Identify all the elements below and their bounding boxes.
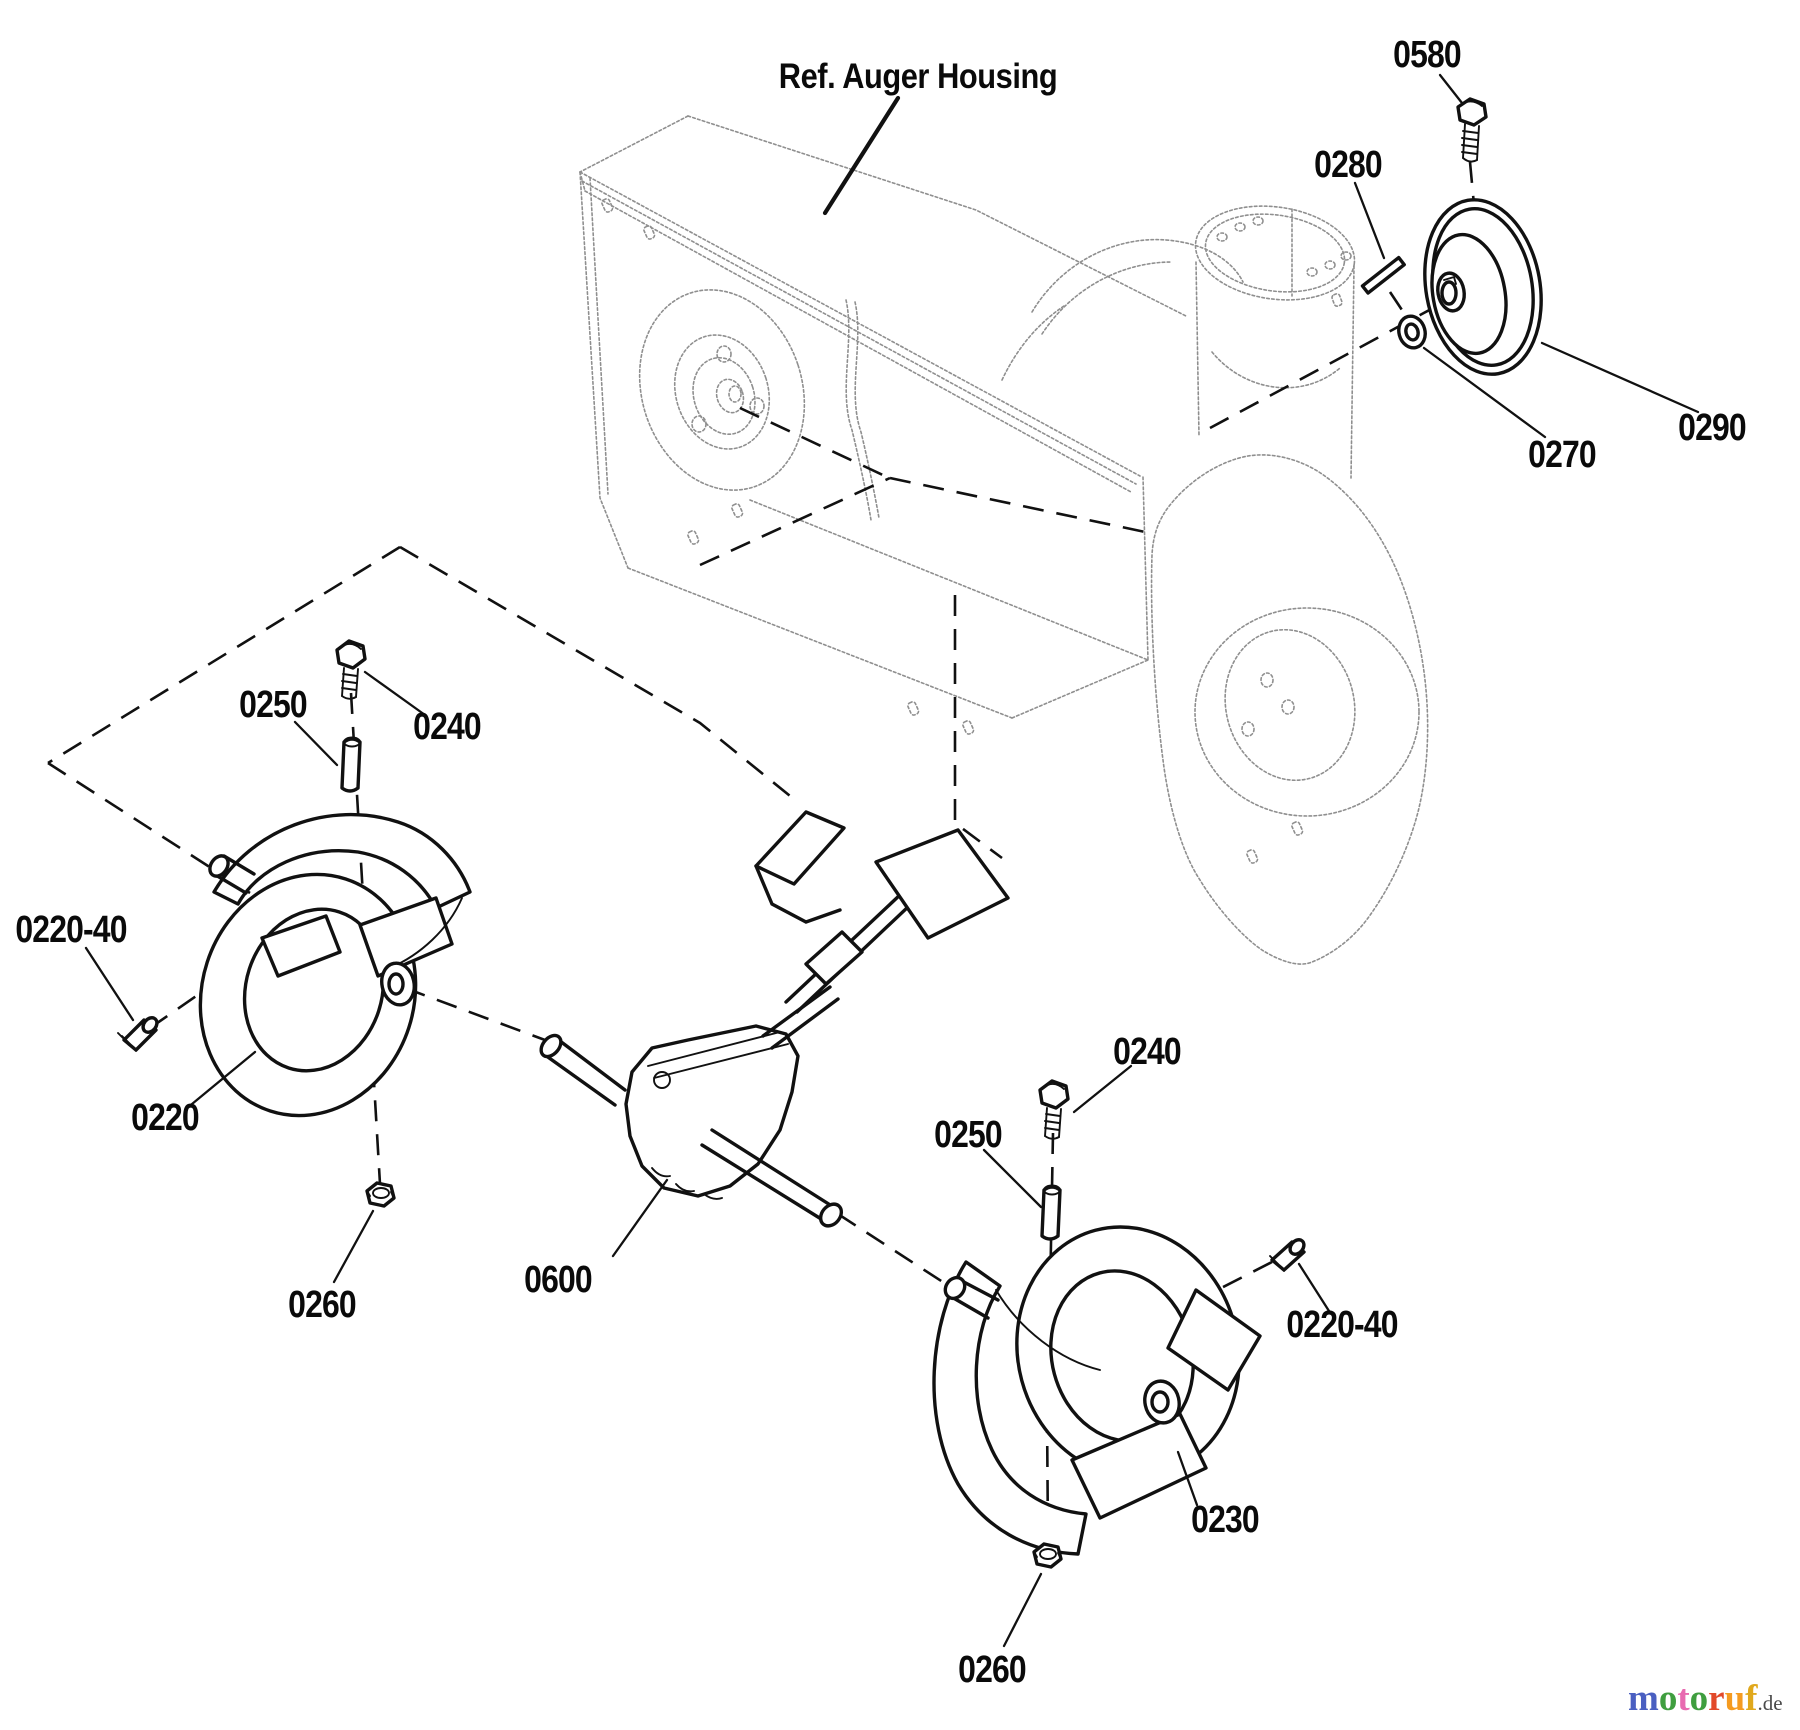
part-label-0250-left: 0250 <box>239 684 307 726</box>
screw-0580-drawing <box>1456 97 1488 163</box>
part-label-0270: 0270 <box>1528 434 1596 476</box>
motoruf-logo[interactable]: motoruf.de <box>1628 1680 1783 1717</box>
auger-housing-ghost <box>579 115 1429 965</box>
bolt-0240-right-drawing <box>1038 1079 1070 1140</box>
part-label-0600: 0600 <box>524 1259 592 1301</box>
leader-lines <box>84 73 1700 1648</box>
logo-letter: t <box>1677 1678 1690 1719</box>
part-label-0240-left: 0240 <box>413 706 481 748</box>
part-label-0280: 0280 <box>1314 144 1382 186</box>
logo-letter: f <box>1745 1678 1758 1719</box>
part-label-0220-40-right: 0220-40 <box>1286 1304 1398 1346</box>
washer-drawing <box>1397 314 1427 350</box>
nut-0260-bottom-drawing <box>1032 1542 1063 1569</box>
part-label-0580: 0580 <box>1393 34 1461 76</box>
setscrew-0220-40-left-drawing <box>117 1016 159 1052</box>
part-label-0260-bottom: 0260 <box>958 1649 1026 1691</box>
logo-letter: u <box>1724 1678 1746 1719</box>
nut-0260-left-drawing <box>365 1181 396 1208</box>
logo-letter: o <box>1689 1678 1709 1719</box>
spacer-0250-right-drawing <box>1040 1184 1062 1241</box>
impeller-paddle-drawing <box>754 810 1010 1014</box>
reference-label: Ref. Auger Housing <box>778 57 1058 96</box>
key-drawing <box>1360 255 1406 295</box>
right-auger-drawing <box>932 1225 1262 1556</box>
left-auger-drawing <box>198 812 472 1118</box>
logo-letter: m <box>1628 1678 1659 1719</box>
part-label-0290: 0290 <box>1678 407 1746 449</box>
logo-letter: r <box>1708 1678 1725 1719</box>
part-label-0230: 0230 <box>1191 1499 1259 1541</box>
part-label-0260-left: 0260 <box>288 1284 356 1326</box>
part-label-0220: 0220 <box>131 1097 199 1139</box>
gearbox-drawing <box>539 985 844 1228</box>
logo-letter: o <box>1658 1678 1678 1719</box>
bolt-0240-left-drawing <box>335 639 367 700</box>
spacer-0250-left-drawing <box>340 736 362 793</box>
part-label-0220-40-left: 0220-40 <box>15 909 127 951</box>
part-label-0240-right: 0240 <box>1113 1031 1181 1073</box>
part-label-0250-right: 0250 <box>934 1114 1002 1156</box>
pulley-drawing <box>1423 198 1543 376</box>
logo-suffix: .de <box>1757 1691 1783 1715</box>
setscrew-0220-40-right-drawing <box>1269 1238 1306 1272</box>
